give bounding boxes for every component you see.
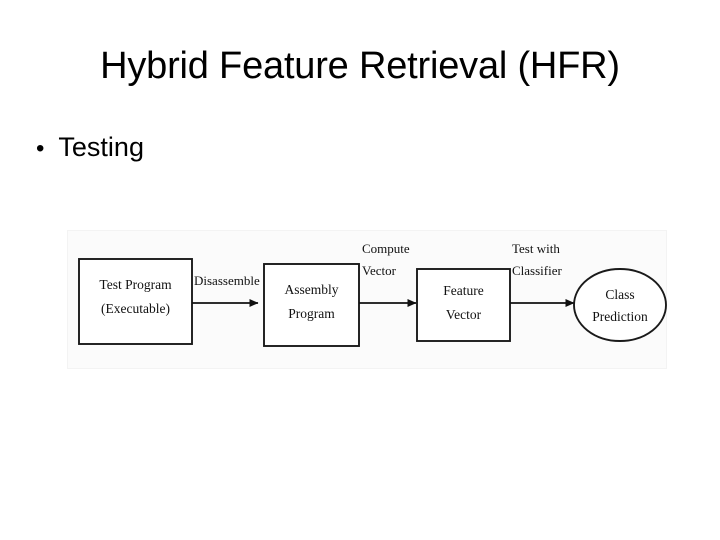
flow-node-class-prediction-line2: Prediction [592,309,648,324]
flow-node-feature-vector-line2: Vector [446,307,482,322]
flow-edge-test-with-classifier: Test with Classifier [510,241,575,307]
flow-edge-disassemble: Disassemble [192,273,260,307]
flow-node-assembly-program-line2: Program [288,306,335,321]
flow-node-feature-vector[interactable]: Feature Vector [416,268,511,342]
flow-edge-compute-vector: Compute Vector [359,241,417,307]
flow-edge-compute-vector-line2: Vector [362,263,397,278]
flow-edge-compute-vector-line1: Compute [362,241,410,256]
flow-node-class-prediction[interactable]: Class Prediction [573,268,667,342]
flow-edge-test-with-classifier-line1: Test with [512,241,560,256]
flow-node-assembly-program[interactable]: Assembly Program [263,263,360,347]
bullet-list-item: • Testing [36,131,144,165]
bullet-item-label: Testing [58,132,144,162]
page-title: Hybrid Feature Retrieval (HFR) [100,45,620,87]
flow-edge-disassemble-label: Disassemble [194,273,260,288]
flow-node-test-program-line1: Test Program [99,277,172,292]
flow-node-class-prediction-line1: Class [605,287,634,302]
flowchart-svg: Test Program (Executable) Disassemble As… [78,241,667,347]
bullet-point-icon: • [36,135,45,162]
flow-node-feature-vector-line1: Feature [443,283,483,298]
flow-node-test-program-line2: (Executable) [101,301,170,316]
flow-edge-test-with-classifier-line2: Classifier [512,263,562,278]
flowchart-panel: Test Program (Executable) Disassemble As… [67,230,667,369]
flow-node-assembly-program-line1: Assembly [285,282,339,297]
flow-node-test-program[interactable]: Test Program (Executable) [78,258,193,345]
